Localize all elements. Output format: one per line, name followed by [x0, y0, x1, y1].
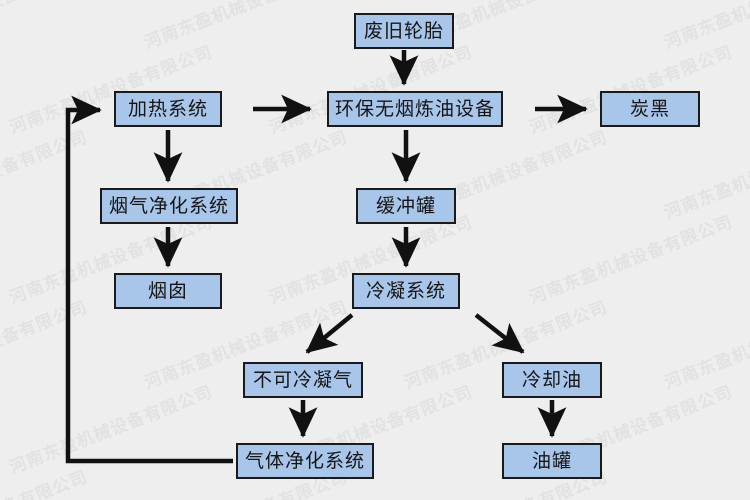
node-label: 油罐 — [531, 449, 572, 472]
node-label: 气体净化系统 — [244, 449, 365, 472]
node-carbon-black[interactable]: 炭黑 — [600, 91, 700, 127]
node-label: 环保无烟炼油设备 — [334, 97, 495, 120]
node-label: 缓冲罐 — [375, 194, 436, 217]
node-label: 炭黑 — [629, 97, 670, 120]
node-gas-purification[interactable]: 气体净化系统 — [236, 443, 374, 479]
node-flue-gas-purification[interactable]: 烟气净化系统 — [100, 188, 238, 224]
node-condensation-system[interactable]: 冷凝系统 — [352, 273, 460, 309]
node-buffer-tank[interactable]: 缓冲罐 — [356, 188, 456, 224]
node-label: 不可冷凝气 — [252, 368, 353, 391]
node-label: 烟气净化系统 — [108, 194, 229, 217]
node-chimney[interactable]: 烟囱 — [114, 273, 222, 309]
node-non-condensable-gas[interactable]: 不可冷凝气 — [243, 362, 363, 398]
node-waste-tire[interactable]: 废旧轮胎 — [354, 13, 454, 49]
node-label: 废旧轮胎 — [363, 19, 444, 42]
node-cooling-oil[interactable]: 冷却油 — [502, 362, 602, 398]
node-label: 加热系统 — [127, 97, 208, 120]
node-label: 冷凝系统 — [365, 279, 446, 302]
node-heating-system[interactable]: 加热系统 — [114, 91, 222, 127]
node-label: 烟囱 — [147, 279, 188, 302]
node-oil-tank[interactable]: 油罐 — [502, 443, 602, 479]
node-refining-equipment[interactable]: 环保无烟炼油设备 — [327, 91, 503, 127]
node-label: 冷却油 — [521, 368, 582, 391]
